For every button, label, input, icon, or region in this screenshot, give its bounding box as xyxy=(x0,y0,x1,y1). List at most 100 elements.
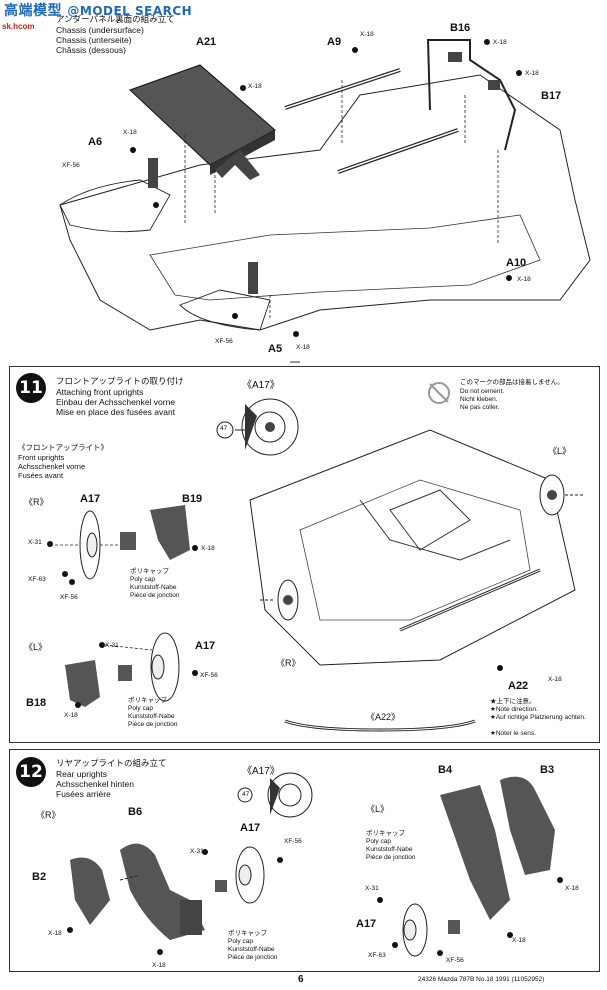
polycap-de-2: Kunststoff-Nabe xyxy=(128,713,175,720)
front-header-jp: 《フロントアップライト》 xyxy=(18,443,108,452)
screw-xf63: XF-63 xyxy=(28,576,46,583)
polycap-jp-4: ポリキャップ xyxy=(366,830,405,837)
brake-disc-detail xyxy=(216,398,299,456)
direction-jp: ★上下に注意。 xyxy=(490,698,536,705)
part-a17-l: A17 xyxy=(195,640,216,652)
polycap-de-3: Kunststoff-Nabe xyxy=(228,946,275,953)
l-label-2: 《L》 xyxy=(548,446,572,456)
step10-title-jp: アンダーパネル裏面の組み立て xyxy=(56,14,175,24)
part-b2: B2 xyxy=(32,871,47,883)
polycap-jp-3: ポリキャップ xyxy=(228,930,267,937)
l-label: 《L》 xyxy=(24,642,48,652)
polycap-en-2: Poly cap xyxy=(128,705,153,712)
r-label-2: 《R》 xyxy=(276,658,301,668)
step11-title-en: Attaching front uprights xyxy=(56,387,144,397)
step10-title-de: Chassis (unterseite) xyxy=(56,35,132,45)
screw-label: XF-56 xyxy=(62,162,80,169)
divider-mark xyxy=(290,361,300,363)
part-a9: A9 xyxy=(327,36,342,48)
screw-xf56-rl: XF-56 xyxy=(446,957,464,964)
step10-title-fr: Châssis (dessous) xyxy=(56,45,126,55)
note-fr: Ne pas coller. xyxy=(460,404,500,411)
brake-disc-detail-2 xyxy=(237,772,313,818)
a22-bar-detail xyxy=(284,719,476,732)
part-b19: B19 xyxy=(182,493,203,505)
part-a17-rear-l: A17 xyxy=(356,918,377,930)
polycap-fr: Pièce de jonction xyxy=(130,592,180,599)
part-a17-r: A17 xyxy=(80,493,101,505)
front-header-de: Achsschenkel vorne xyxy=(18,462,86,471)
r-label: 《R》 xyxy=(24,497,49,507)
r-label-12: 《R》 xyxy=(36,810,61,820)
screw-a22: X-18 xyxy=(548,676,562,683)
part-a6: A6 xyxy=(88,136,103,148)
front-upright-r-diagram xyxy=(47,505,198,585)
step11-number: 11 xyxy=(16,373,46,403)
step12-title-fr: Fusées arrière xyxy=(56,789,111,799)
l-label-12: 《L》 xyxy=(366,804,390,814)
step12-number: 12 xyxy=(16,757,46,787)
screw-label: X-18 xyxy=(123,129,137,136)
screw-label: X-18 xyxy=(525,70,539,77)
screw-xf56: XF-56 xyxy=(60,594,78,601)
screw-label: X-18 xyxy=(296,344,310,351)
polycap-en-4: Poly cap xyxy=(366,838,391,845)
front-upright-l-diagram xyxy=(65,632,198,708)
part-b18: B18 xyxy=(26,697,47,709)
front-header-en: Front uprights xyxy=(18,453,65,462)
step12-title-de: Achsschenkel hinten xyxy=(56,779,134,789)
screw-xf56-l: XF-56 xyxy=(200,672,218,679)
chassis-underside-diagram xyxy=(59,39,591,337)
polycap-fr-3: Pièce de jonction xyxy=(228,954,278,961)
step11-title-jp: フロントアップライトの取り付け xyxy=(56,376,184,386)
screw-x31-rl: X-31 xyxy=(365,885,379,892)
screw-x31-rr: X-31 xyxy=(190,848,204,855)
part-b16: B16 xyxy=(450,22,471,34)
part-b6: B6 xyxy=(128,806,143,818)
note-jp: このマークの部品は接着しません。 xyxy=(460,379,564,386)
step11-title-de: Einbau der Achsschenkel vorne xyxy=(56,397,176,407)
step11-panel xyxy=(9,366,600,743)
step11-title-fr: Mise en place des fusées avant xyxy=(56,407,176,417)
part-a22: A22 xyxy=(508,680,529,692)
direction-de: ★Auf richtige Platzierung achten. xyxy=(490,714,586,721)
screw-x18-rl: X-18 xyxy=(565,885,579,892)
watermark-logo: 高端模型 @MODEL SEARCH xyxy=(0,0,196,22)
screw-label: X-18 xyxy=(248,83,262,90)
part-b4: B4 xyxy=(438,764,453,776)
a17-callout-label: 《A17》 xyxy=(242,380,280,391)
step12-title-en: Rear uprights xyxy=(56,769,108,779)
screw-label: X-18 xyxy=(517,276,531,283)
screw-x31: X-31 xyxy=(28,539,42,546)
step10-title-en: Chassis (undersurface) xyxy=(56,25,144,35)
part-b3: B3 xyxy=(540,764,555,776)
screw-label: X-18 xyxy=(493,39,507,46)
polycap-fr-4: Pièce de jonction xyxy=(366,854,416,861)
note-en: Do not cement. xyxy=(460,388,505,395)
watermark-en: @MODEL SEARCH xyxy=(67,4,193,18)
paint-code: 47 xyxy=(220,425,228,432)
paint-code-2: 47 xyxy=(242,791,250,798)
polycap-en-3: Poly cap xyxy=(228,938,253,945)
a22-bracket-label: 《A22》 xyxy=(366,712,401,722)
screw-x18: X-18 xyxy=(201,545,215,552)
rear-upright-r-diagram xyxy=(67,843,283,955)
polycap-en: Poly cap xyxy=(130,576,155,583)
direction-fr: ★Noter le sens. xyxy=(490,730,536,737)
screw-x18-rr: X-18 xyxy=(48,930,62,937)
polycap-jp-2: ポリキャップ xyxy=(128,697,167,704)
screw-x18-rr2: X-18 xyxy=(152,962,166,969)
front-suspension-diagram xyxy=(249,429,585,671)
do-not-cement-icon xyxy=(428,382,450,404)
front-header-fr: Fusées avant xyxy=(18,471,64,480)
polycap-de: Kunststoff-Nabe xyxy=(130,584,177,591)
rear-upright-l-diagram xyxy=(377,776,563,957)
screw-xf56-rr: XF-56 xyxy=(284,838,302,845)
polycap-de-4: Kunststoff-Nabe xyxy=(366,846,413,853)
part-a17-rear-r: A17 xyxy=(240,822,261,834)
watermark-sub: sk.hcom xyxy=(2,22,35,31)
watermark-cn: 高端模型 xyxy=(4,3,62,19)
note-de: Nicht kleben. xyxy=(460,396,498,403)
part-b17: B17 xyxy=(541,90,562,102)
a17-callout-label-2: 《A17》 xyxy=(242,766,280,777)
